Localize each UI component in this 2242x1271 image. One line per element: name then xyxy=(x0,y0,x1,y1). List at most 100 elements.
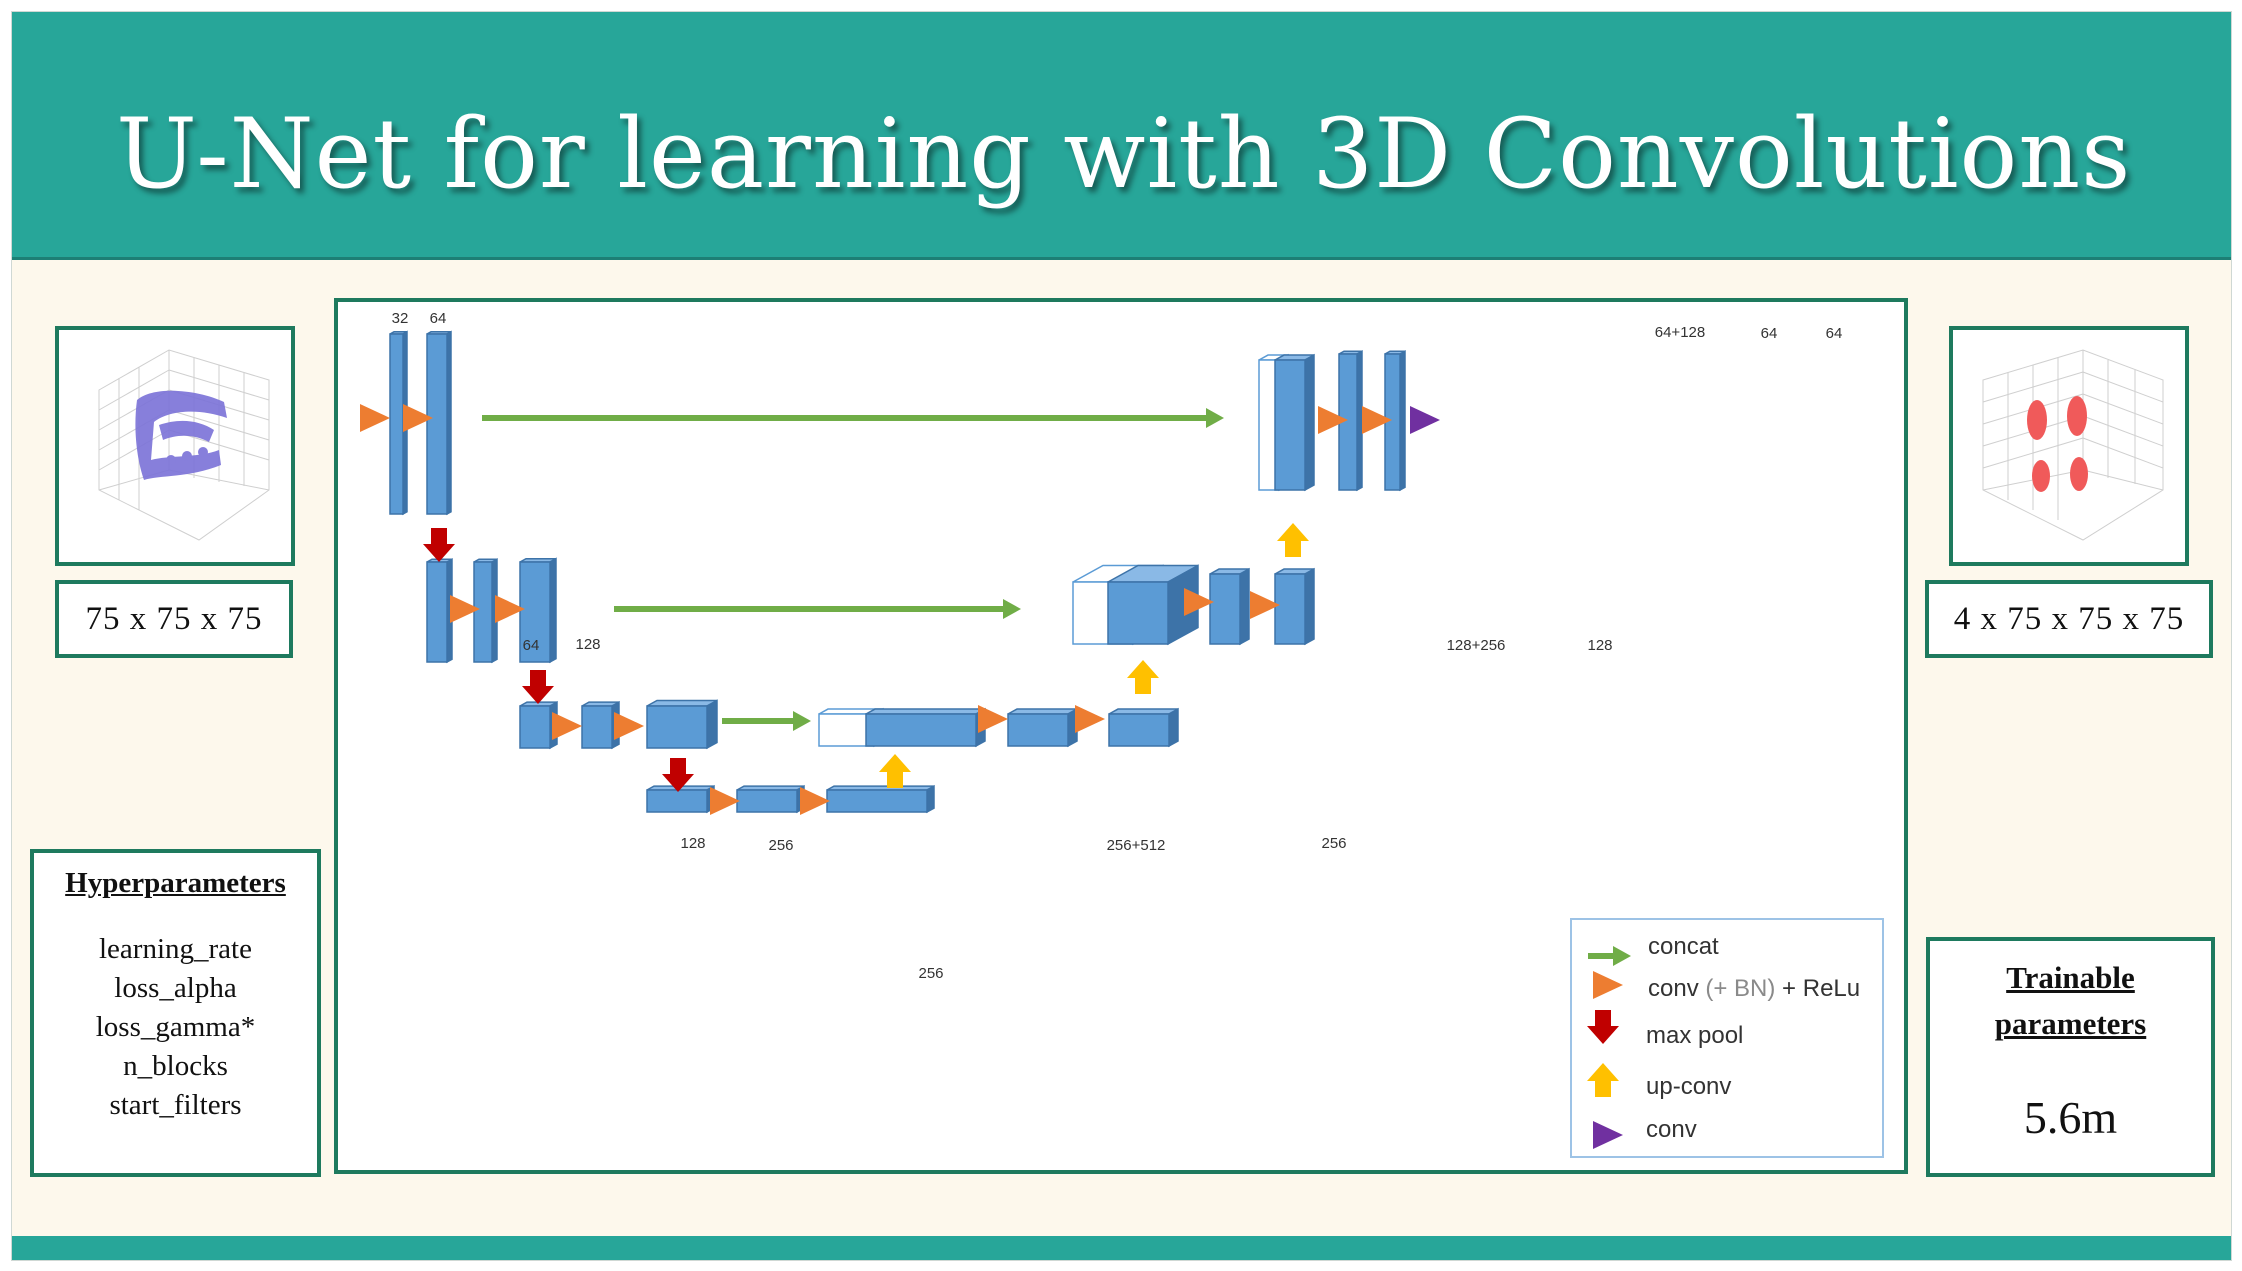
trainable-heading-line2: parameters xyxy=(1994,1006,2147,1041)
upconv-arrow-icon xyxy=(879,754,911,788)
legend-conv-label-b: (+ BN) xyxy=(1705,975,1775,1002)
block-front-face xyxy=(389,333,404,515)
block-side-face xyxy=(1168,707,1179,748)
block-front-face xyxy=(826,789,928,813)
input-dims-text: 75 x 75 x 75 xyxy=(85,600,263,637)
channel-label: 256 xyxy=(768,837,793,854)
feature-block xyxy=(473,557,498,664)
unet-diagram: 32 64 64 128 128 256 256 256+512 256 128… xyxy=(334,298,1908,1174)
final-conv-arrow-icon xyxy=(1593,1121,1623,1149)
conv-arrow-icon xyxy=(1362,406,1392,434)
conv-arrow-icon xyxy=(1075,705,1105,733)
hyperparameter-item: loss_gamma* xyxy=(95,1011,256,1043)
slide-title: U-Net for learning with 3D Convolutions xyxy=(116,98,2132,210)
legend: concat conv (+ BN) + ReLu max pool up-co… xyxy=(1570,918,1884,1158)
unet-architecture-svg: 32 64 64 128 128 256 256 256+512 256 128… xyxy=(360,310,1884,1158)
feature-block xyxy=(581,700,620,750)
input-dims-label: 75 x 75 x 75 xyxy=(55,580,293,658)
block-front-face xyxy=(646,789,708,813)
output-dims-text: 4 x 75 x 75 x 75 xyxy=(1953,600,2185,637)
feature-block xyxy=(1274,353,1315,492)
concat-arrow-head xyxy=(1206,408,1224,428)
channel-label: 64 xyxy=(1761,325,1778,342)
channel-label: 256+512 xyxy=(1107,837,1166,854)
output-3d-plot-icon xyxy=(1982,349,2164,541)
hyperparameters-box: Hyperparameters learning_rate loss_alpha… xyxy=(30,849,321,1177)
conv-arrow-icon xyxy=(495,595,525,623)
legend-maxpool-label: max pool xyxy=(1646,1022,1743,1049)
input-volume-image xyxy=(55,326,295,566)
channel-label: 64 xyxy=(430,310,447,327)
legend-icons xyxy=(1587,946,1631,1149)
block-side-face xyxy=(926,784,935,814)
channel-label: 64 xyxy=(523,637,540,654)
feature-block xyxy=(736,784,805,814)
feature-block xyxy=(1384,349,1406,492)
feature-block xyxy=(865,707,986,748)
legend-conv-final-label: conv xyxy=(1646,1116,1697,1143)
slide: U-Net for learning with 3D Convolutions … xyxy=(11,11,2232,1261)
conv-arrow-icon xyxy=(800,787,830,815)
channel-label: 256 xyxy=(918,965,943,982)
final-conv-arrow-icon xyxy=(1410,406,1440,434)
concat-arrow-head xyxy=(1613,946,1631,966)
block-front-face xyxy=(736,789,798,813)
trainable-parameters-box: Trainable parameters 5.6m xyxy=(1926,937,2215,1177)
concat-arrow-shaft xyxy=(614,606,1005,612)
block-front-face xyxy=(1007,713,1069,747)
hyperparameter-item: loss_alpha xyxy=(114,972,237,1004)
channel-label: 128 xyxy=(680,835,705,852)
concat-arrow-shaft xyxy=(722,718,795,724)
feature-block xyxy=(519,700,558,750)
feature-block xyxy=(826,784,935,814)
conv-arrow-icon xyxy=(1184,588,1214,616)
maxpool-arrow-icon xyxy=(423,528,455,562)
block-front-face xyxy=(1274,359,1306,491)
block-front-face xyxy=(1107,581,1169,645)
legend-concat-label: concat xyxy=(1648,933,1719,960)
conv-arrow-icon xyxy=(1250,591,1280,619)
block-front-face xyxy=(519,561,551,663)
block-side-face xyxy=(1304,567,1315,646)
upconv-arrow-icon xyxy=(1127,660,1159,694)
feature-block xyxy=(519,557,557,664)
legend-conv-label-a: conv xyxy=(1648,975,1705,1002)
conv-arrow-icon xyxy=(614,712,644,740)
feature-block xyxy=(1338,349,1363,492)
feature-block xyxy=(646,699,718,750)
feature-block xyxy=(1107,564,1199,646)
concat-arrow-head xyxy=(1003,599,1021,619)
header-banner: U-Net for learning with 3D Convolutions xyxy=(12,12,2231,260)
block-top-face xyxy=(646,699,718,707)
channel-label: 128 xyxy=(1587,637,1612,654)
output-volume-image xyxy=(1949,326,2189,566)
legend-conv-label-c: + ReLu xyxy=(1775,975,1860,1002)
feature-block xyxy=(646,784,715,814)
block-side-face xyxy=(1304,353,1315,492)
channel-label: 128 xyxy=(575,636,600,653)
trainable-heading-line1: Trainable xyxy=(2006,960,2135,995)
feature-block xyxy=(1209,567,1250,646)
block-front-face xyxy=(473,561,493,663)
hyperparameter-item: learning_rate xyxy=(99,933,252,965)
trainable-heading: Trainable parameters xyxy=(1930,955,2211,1047)
hyperparameters-heading: Hyperparameters xyxy=(65,867,286,899)
block-front-face xyxy=(1108,713,1170,747)
output-dims-label: 4 x 75 x 75 x 75 xyxy=(1925,580,2213,658)
block-front-face xyxy=(519,705,551,749)
channel-label: 64 xyxy=(1826,325,1843,342)
concat-arrow-shaft xyxy=(1588,953,1615,959)
feature-block xyxy=(1007,707,1078,748)
maxpool-arrow-icon xyxy=(522,670,554,704)
input-3d-plot-icon xyxy=(98,349,270,541)
channel-labels: 32 64 64 128 128 256 256 256+512 256 128… xyxy=(392,310,1843,982)
trainable-parameters-value: 5.6m xyxy=(2023,1092,2118,1143)
footer-bar xyxy=(12,1236,2231,1260)
block-front-face xyxy=(1209,573,1241,645)
block-side-face xyxy=(706,699,718,750)
legend-upconv-label: up-conv xyxy=(1646,1073,1731,1100)
block-front-face xyxy=(865,713,977,747)
hyperparameter-item: start_filters xyxy=(109,1089,242,1121)
conv-arrow-icon xyxy=(552,712,582,740)
feature-block xyxy=(1274,567,1315,646)
